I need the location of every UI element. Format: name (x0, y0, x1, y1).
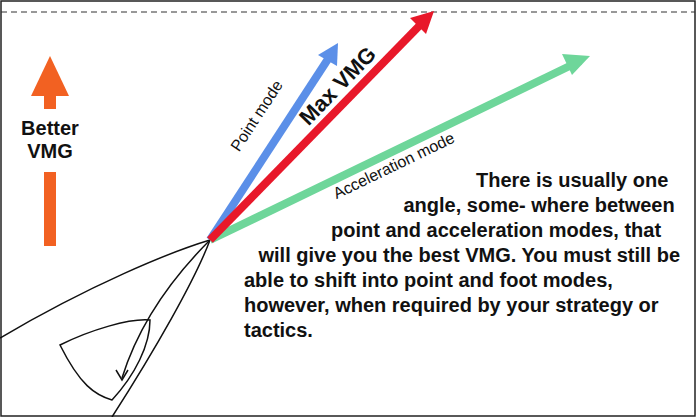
dashed-line (1, 12, 695, 13)
better-vmg-label: Better VMG (12, 117, 88, 163)
acceleration-mode-label: Acceleration mode (330, 129, 457, 203)
explanation-note: There is usually one angle, some- where … (244, 168, 690, 343)
max-vmg-label: Max VMG (294, 41, 382, 130)
point-mode-label: Point mode (227, 77, 286, 155)
text-shape (244, 168, 476, 248)
boat (0, 240, 210, 417)
